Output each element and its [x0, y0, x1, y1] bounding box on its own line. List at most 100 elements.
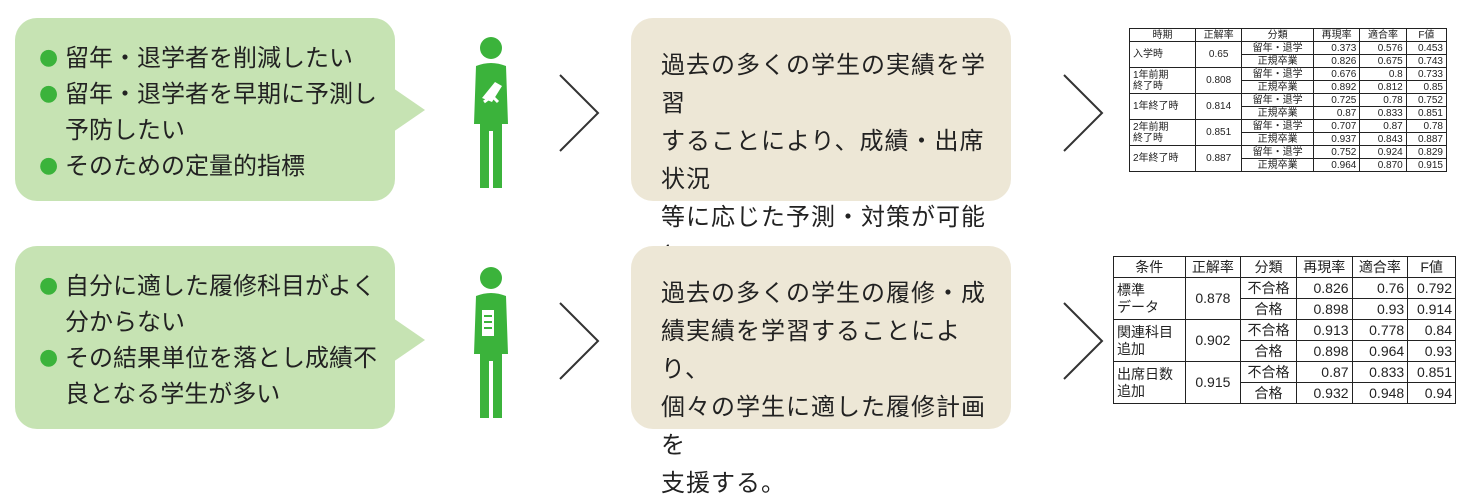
metric-cell: 0.752	[1405, 93, 1448, 107]
metric-cell: 0.812	[1359, 80, 1407, 94]
period-cell: 2年終了時	[1129, 145, 1196, 172]
accuracy-cell: 0.915	[1184, 361, 1242, 404]
metric-cell: 0.913	[1295, 319, 1353, 341]
period-cell: 2年前期 終了時	[1129, 119, 1196, 146]
metric-cell: 0.85	[1405, 80, 1448, 94]
class-cell: 留年・退学	[1241, 145, 1314, 159]
class-cell: 合格	[1240, 298, 1297, 320]
header-cell: 分類	[1240, 256, 1297, 278]
period-cell: 関連科目 追加	[1113, 319, 1186, 362]
header-cell: 正解率	[1184, 256, 1242, 278]
metric-cell: 0.843	[1359, 132, 1407, 146]
bullet-item: ●自分に適した履修科目がよく 分からない	[39, 268, 385, 340]
period-cell: 入学時	[1129, 41, 1196, 68]
header-cell: F値	[1405, 28, 1448, 42]
bubble-tail	[393, 318, 425, 362]
description-text: 過去の多くの学生の履修・成 績実績を学習することにより、 個々の学生に適した履修…	[661, 279, 986, 497]
class-cell: 留年・退学	[1241, 119, 1314, 133]
metric-cell: 0.887	[1405, 132, 1448, 146]
class-cell: 正規卒業	[1241, 54, 1314, 68]
metric-cell: 0.725	[1312, 93, 1361, 107]
table-header-row: 時期 正解率 分類 再現率 適合率 F値	[1129, 28, 1448, 42]
class-cell: 正規卒業	[1241, 106, 1314, 120]
metric-cell: 0.733	[1405, 67, 1448, 81]
class-cell: 不合格	[1240, 277, 1297, 299]
table-header-row: 条件 正解率 分類 再現率 適合率 F値	[1113, 256, 1456, 278]
bullet-item: ●そのための定量的指標	[39, 148, 385, 184]
metric-cell: 0.833	[1351, 361, 1409, 383]
metric-cell: 0.898	[1295, 340, 1353, 362]
metric-cell: 0.778	[1351, 319, 1409, 341]
period-cell: 標準 データ	[1113, 277, 1186, 320]
bullet-dot-icon: ●	[39, 81, 59, 106]
class-cell: 不合格	[1240, 361, 1297, 383]
metric-cell: 0.915	[1405, 158, 1448, 172]
accuracy-cell: 0.65	[1194, 41, 1243, 68]
class-cell: 正規卒業	[1241, 80, 1314, 94]
header-cell: F値	[1407, 256, 1456, 278]
period-cell: 1年終了時	[1129, 93, 1196, 120]
metric-cell: 0.676	[1312, 67, 1361, 81]
class-cell: 合格	[1240, 382, 1297, 404]
description-box-1: 過去の多くの学生の実績を学習 することにより、成績・出席状況 等に応じた予測・対…	[631, 18, 1011, 307]
class-cell: 留年・退学	[1241, 67, 1314, 81]
header-cell: 適合率	[1351, 256, 1409, 278]
metric-cell: 0.675	[1359, 54, 1407, 68]
row-dropout-prediction: ●留年・退学者を削減したい ●留年・退学者を早期に予測し 予防したい ●そのため…	[0, 18, 1472, 307]
arrow-right-icon	[1063, 74, 1104, 152]
metric-cell: 0.576	[1359, 41, 1407, 55]
metric-cell: 0.87	[1359, 119, 1407, 133]
metric-cell: 0.898	[1295, 298, 1353, 320]
metric-cell: 0.851	[1405, 106, 1448, 120]
metric-cell: 0.964	[1312, 158, 1361, 172]
header-cell: 時期	[1129, 28, 1196, 42]
class-cell: 留年・退学	[1241, 41, 1314, 55]
metric-cell: 0.914	[1407, 298, 1456, 320]
accuracy-cell: 0.887	[1194, 145, 1243, 172]
metric-cell: 0.453	[1405, 41, 1448, 55]
metric-cell: 0.964	[1351, 340, 1409, 362]
header-cell: 再現率	[1312, 28, 1361, 42]
metric-cell: 0.948	[1351, 382, 1409, 404]
class-cell: 不合格	[1240, 319, 1297, 341]
bullet-dot-icon: ●	[39, 345, 59, 370]
metric-cell: 0.94	[1407, 382, 1456, 404]
bullet-dot-icon: ●	[39, 153, 59, 178]
metric-cell: 0.937	[1312, 132, 1361, 146]
metric-cell: 0.93	[1407, 340, 1456, 362]
header-cell: 再現率	[1295, 256, 1353, 278]
metric-cell: 0.373	[1312, 41, 1361, 55]
bullet-dot-icon: ●	[39, 273, 59, 298]
needs-bubble-1: ●留年・退学者を削減したい ●留年・退学者を早期に予測し 予防したい ●そのため…	[15, 18, 425, 201]
metric-cell: 0.87	[1312, 106, 1361, 120]
metric-cell: 0.76	[1351, 277, 1409, 299]
metric-cell: 0.833	[1359, 106, 1407, 120]
person-thinking-icon	[474, 37, 508, 188]
class-cell: 正規卒業	[1241, 158, 1314, 172]
class-cell: 留年・退学	[1241, 93, 1314, 107]
metric-cell: 0.93	[1351, 298, 1409, 320]
metric-cell: 0.892	[1312, 80, 1361, 94]
accuracy-cell: 0.808	[1194, 67, 1243, 94]
bubble-tail	[393, 88, 425, 132]
header-cell: 分類	[1241, 28, 1314, 42]
period-cell: 出席日数 追加	[1113, 361, 1186, 404]
bullet-item: ●留年・退学者を削減したい	[39, 40, 385, 76]
needs-bubble-2: ●自分に適した履修科目がよく 分からない ●その結果単位を落とし成績不 良となる…	[15, 246, 425, 429]
metric-cell: 0.78	[1405, 119, 1448, 133]
period-cell: 1年前期 終了時	[1129, 67, 1196, 94]
metric-cell: 0.826	[1312, 54, 1361, 68]
metric-cell: 0.8	[1359, 67, 1407, 81]
